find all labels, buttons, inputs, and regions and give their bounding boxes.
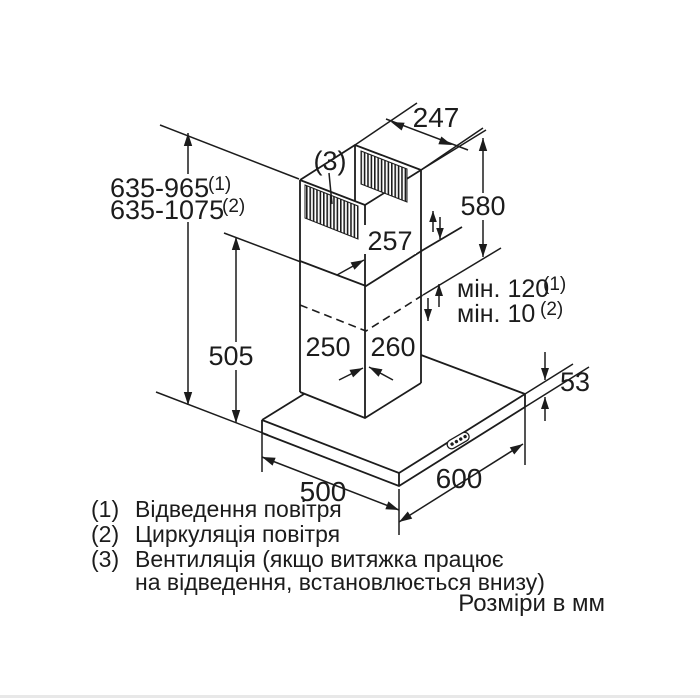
- dim-upper-height-label: 580: [460, 191, 505, 221]
- dim-height-range-2-label: 635-1075: [110, 195, 224, 225]
- dim-top-width-label: 247: [413, 102, 460, 133]
- section-rim-line: [299, 226, 463, 288]
- dim-min-overlap-2-ref: (2): [540, 299, 563, 320]
- control-buttons: [446, 431, 470, 450]
- dim-hood-width-label: 600: [436, 463, 483, 494]
- page-bottom-edge: [0, 695, 700, 698]
- dim-min-overlap-1-label: мін. 120: [457, 275, 549, 303]
- dim-height-range-1-ref: (1): [208, 174, 231, 195]
- legend-text-3: Вентиляція (якщо витяжка працює: [135, 546, 504, 572]
- dim-hood-height-label: 53: [560, 367, 590, 397]
- dim-lower-height-label: 505: [208, 341, 253, 371]
- dim-upper-width-label: 257: [367, 226, 412, 256]
- vent-hatch-left: [304, 184, 359, 240]
- units-note: Розміри в мм: [458, 590, 605, 617]
- dim-height-range-2-ref: (2): [222, 196, 245, 217]
- vent-hatch-right: [360, 150, 408, 203]
- overlap-extension-line: [422, 247, 502, 296]
- legend-ref-2: (2): [91, 521, 119, 547]
- dimension-labels: 247 (3) 635-965 (1) 635-1075 (2) 580 257…: [110, 102, 590, 507]
- vent-ref-label: (3): [314, 146, 347, 176]
- dim-min-overlap-2-label: мін. 10: [457, 300, 535, 328]
- legend-text-2: Циркуляція повітря: [135, 521, 340, 547]
- hood-base: [261, 354, 526, 488]
- legend: (1) Відведення повітря (2) Циркуляція по…: [91, 496, 605, 617]
- dimension-lines: [155, 102, 590, 535]
- dim-chimney-width-label: 250: [305, 332, 350, 362]
- dim-height-range-1-label: 635-965: [110, 173, 209, 203]
- overlap-dashed-line: [299, 294, 424, 332]
- legend-text-3-cont: на відведення, встановлюється внизу): [135, 569, 545, 595]
- dim-chimney-depth-label: 260: [370, 332, 415, 362]
- legend-ref-3: (3): [91, 546, 119, 572]
- legend-ref-1: (1): [91, 496, 119, 522]
- dim-min-overlap-1-ref: (1): [543, 274, 566, 295]
- dim-hood-depth-label: 500: [300, 476, 347, 507]
- legend-text-1: Відведення повітря: [135, 496, 342, 522]
